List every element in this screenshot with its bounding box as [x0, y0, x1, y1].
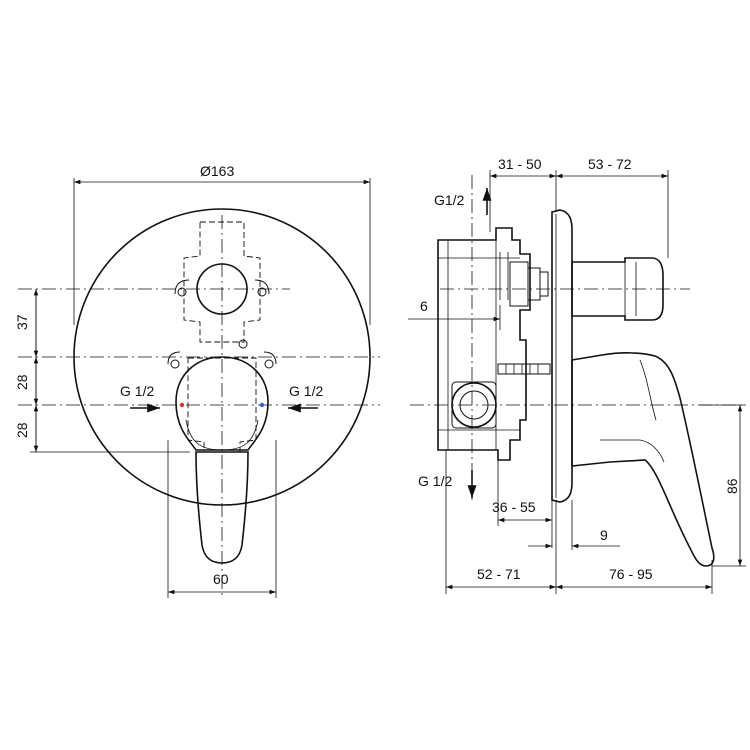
dim-28-upper-label: 28 [14, 374, 30, 390]
dim-28-lower-label: 28 [14, 422, 30, 438]
hot-marker [179, 402, 185, 408]
spout [571, 257, 664, 321]
dim-60-label: 60 [213, 571, 229, 587]
inlet-right-label: G 1/2 [289, 383, 323, 399]
cold-marker [259, 402, 265, 408]
outlet-top-label: G1/2 [434, 192, 465, 208]
mounting-tabs [167, 279, 277, 369]
side-view: G1/2 G 1/2 31 - 50 53 - 72 6 36 - 55 9 5… [408, 156, 746, 594]
dim-52-71-label: 52 - 71 [477, 566, 521, 582]
dim-76-95-label: 76 - 95 [609, 566, 653, 582]
dim-6-label: 6 [420, 298, 428, 314]
side-lever [571, 352, 715, 567]
hidden-body-outline [183, 221, 261, 343]
inlet-left-label: G 1/2 [120, 383, 154, 399]
upper-outlet-hole [196, 263, 248, 315]
dim-31-50-label: 31 - 50 [498, 156, 542, 172]
dim-53-72-label: 53 - 72 [588, 156, 632, 172]
dim-36-55-label: 36 - 55 [492, 499, 536, 515]
inwall-body [437, 227, 531, 461]
lever-inner-line [185, 419, 259, 451]
dim-37-label: 37 [14, 314, 30, 330]
side-cover-plate [551, 209, 573, 503]
dim-9-label: 9 [600, 527, 608, 543]
diameter-label: Ø163 [200, 163, 234, 179]
front-view: G 1/2 G 1/2 Ø163 37 28 28 60 [14, 163, 380, 598]
lever-handle [195, 451, 249, 564]
stem [497, 363, 551, 375]
dim-86-label: 86 [724, 478, 740, 494]
outlet-bottom-label: G 1/2 [418, 473, 452, 489]
